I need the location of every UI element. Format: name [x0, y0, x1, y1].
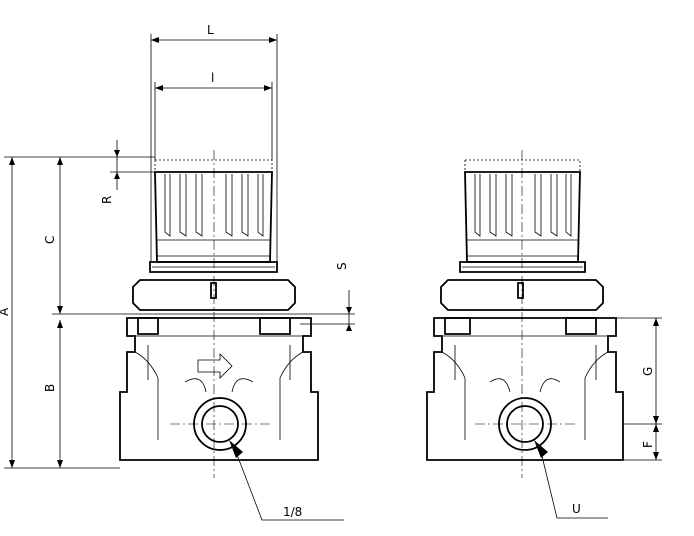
- dimension-lines: [4, 34, 355, 469]
- dim-label-B: B: [43, 384, 57, 392]
- front-view: [119, 150, 319, 478]
- dim-label-F: F: [641, 441, 655, 448]
- side-view: [426, 150, 624, 478]
- dimension-arrows: [9, 37, 352, 468]
- dim-label-G: G: [641, 367, 655, 376]
- dim-label-L: L: [207, 23, 214, 37]
- dim-label-l: l: [211, 71, 214, 85]
- port-leader-line: [235, 451, 344, 521]
- knob-ribs-side: [467, 174, 578, 257]
- dim-label-A: A: [0, 307, 11, 316]
- dim-label-S: S: [335, 262, 349, 270]
- port-code-leader-line: [540, 451, 608, 519]
- port-size-label: 1/8: [283, 505, 302, 519]
- dimension-lines-side: [616, 317, 662, 461]
- dimension-arrows-side: [653, 318, 659, 460]
- port-code-label: U: [572, 502, 581, 516]
- dim-label-R: R: [100, 196, 114, 204]
- dim-label-C: C: [43, 236, 57, 244]
- knob-ribs: [157, 174, 270, 257]
